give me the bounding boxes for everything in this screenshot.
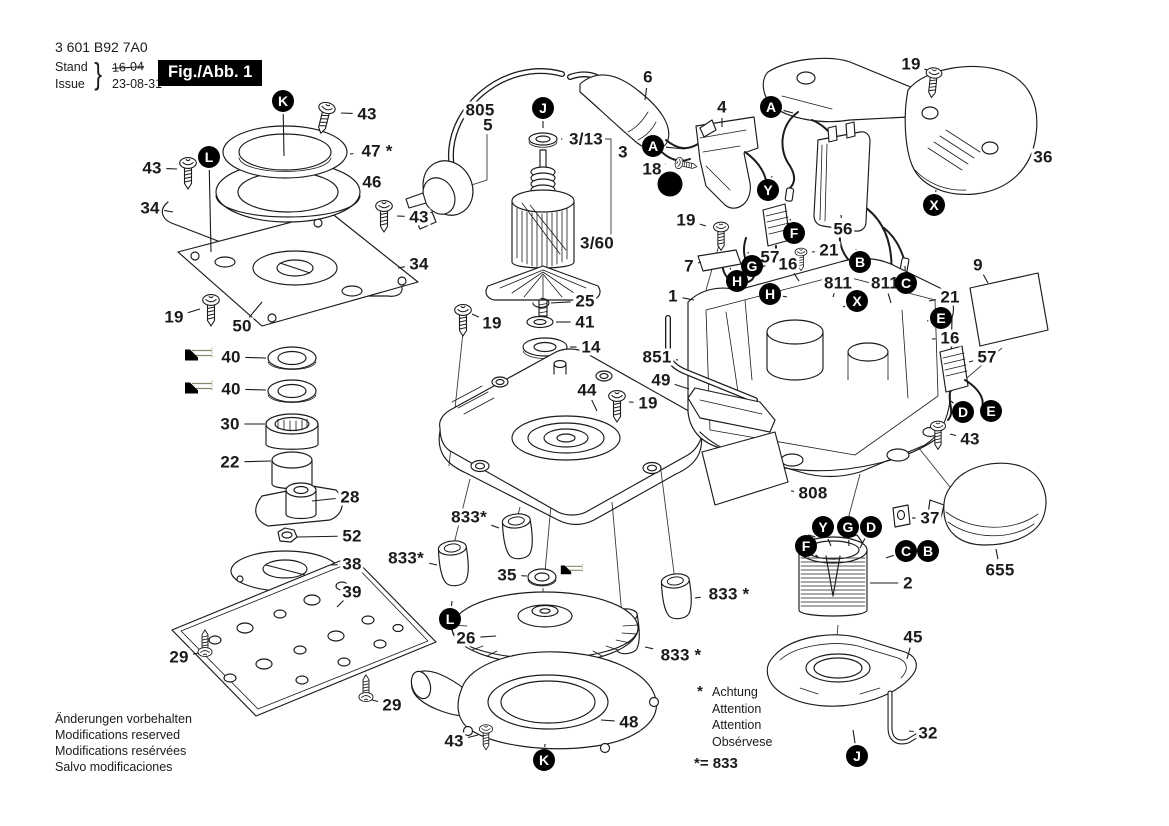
- leader-line: [550, 301, 571, 304]
- leader-line: [982, 274, 989, 284]
- leader-line: [248, 301, 263, 318]
- asterisk-equivalence: *= 833: [694, 755, 738, 772]
- leader-line: [699, 223, 707, 227]
- pad-bracket-assembly-drawing: [161, 100, 419, 327]
- cover-plate-9-drawing: [969, 272, 1049, 347]
- leader-line: [859, 538, 866, 549]
- leader-line: [644, 646, 654, 650]
- main-housing-drawing: [687, 257, 955, 478]
- leader-line: [591, 399, 598, 412]
- type-number: 3 601 B92 7A0: [55, 39, 148, 55]
- leader-line: [887, 293, 892, 304]
- disclaimer: Änderungen vorbehalten Modifications res…: [55, 711, 192, 775]
- lower-bearing-drawing: [527, 568, 557, 587]
- leader-line: [282, 113, 285, 157]
- motor-cover-drawing: [766, 634, 917, 707]
- power-cord-drawing: [405, 68, 613, 230]
- leader-line: [311, 497, 336, 502]
- top-cover-drawing: [904, 65, 1038, 196]
- figure-label: Fig./Abb. 1: [158, 60, 263, 86]
- sanding-plate-drawing: [171, 550, 437, 717]
- leader-line: [208, 169, 212, 253]
- attention-line: Achtung: [712, 685, 758, 699]
- leader-line: [950, 400, 954, 404]
- bearing-stack-drawing: [265, 346, 319, 490]
- leader-line: [995, 548, 999, 560]
- leader-line: [245, 388, 267, 391]
- dust-cover-drawing: [927, 462, 1047, 546]
- leader-line: [906, 647, 911, 660]
- issue-label: Issue: [55, 77, 85, 91]
- leader-line: [928, 299, 936, 302]
- leader-line: [783, 109, 794, 114]
- leader-line: [924, 68, 928, 71]
- shaft-small-parts-drawing: [522, 297, 568, 359]
- leader-line: [682, 297, 695, 301]
- leader-line: [968, 360, 974, 363]
- bearing-flange-drawing: [438, 304, 705, 526]
- leader-line: [429, 562, 438, 566]
- leader-line: [694, 596, 701, 599]
- leader-line: [397, 266, 405, 269]
- leader-line: [842, 305, 846, 308]
- leader-line: [644, 87, 648, 101]
- leader-line: [698, 261, 702, 264]
- leader-line: [244, 460, 272, 463]
- leader-line: [665, 146, 686, 150]
- leader-line: [827, 538, 832, 547]
- leader-line: [336, 599, 345, 608]
- field-stator-drawing: [798, 534, 868, 617]
- asterisk-symbol: *: [697, 683, 703, 700]
- attention-note: Achtung Attention Attention Obsérvese: [712, 684, 772, 750]
- leader-line: [450, 600, 453, 607]
- leader-line: [296, 535, 338, 538]
- leader-line: [245, 356, 267, 359]
- disclaimer-line: Änderungen vorbehalten: [55, 712, 192, 726]
- leader-lines: [164, 68, 999, 748]
- brace-glyph: }: [94, 56, 103, 91]
- leader-line: [782, 295, 788, 298]
- attention-line: Attention: [712, 718, 762, 732]
- disclaimer-line: Salvo modificaciones: [55, 760, 173, 774]
- wire-clip-drawing: [887, 690, 921, 745]
- disclaimer-line: Modifications resérvées: [55, 744, 187, 758]
- leader-line: [793, 272, 800, 282]
- leader-line: [674, 383, 690, 390]
- leader-line: [729, 267, 732, 270]
- stand-date: 16-04: [111, 59, 145, 75]
- stand-label: Stand: [55, 60, 88, 74]
- leader-line: [164, 209, 174, 213]
- leader-line: [480, 635, 497, 638]
- leader-line: [600, 719, 615, 722]
- fan-housing-drawing: [410, 651, 660, 754]
- leader-line: [471, 313, 480, 318]
- attention-line: Obsérvese: [712, 734, 773, 749]
- issue-date: 23-08-31: [112, 77, 163, 91]
- leader-line: [491, 524, 500, 529]
- armature-drawing: [485, 132, 601, 317]
- suppressor-drawing: [813, 121, 871, 232]
- leader-line: [949, 433, 957, 437]
- attention-line: Attention: [712, 701, 762, 716]
- leader-line: [187, 308, 201, 314]
- eccentric-counterweight-drawing: [255, 482, 343, 543]
- leader-line: [852, 729, 856, 744]
- leader-line: [832, 293, 835, 298]
- switch-drawing: [673, 116, 768, 209]
- leader-line: [467, 734, 479, 739]
- leader-line: [885, 554, 894, 559]
- leader-line: [371, 699, 379, 703]
- cord-protector-drawing: [579, 74, 699, 162]
- disclaimer-line: Modifications reserved: [55, 728, 181, 742]
- leader-line: [193, 652, 200, 655]
